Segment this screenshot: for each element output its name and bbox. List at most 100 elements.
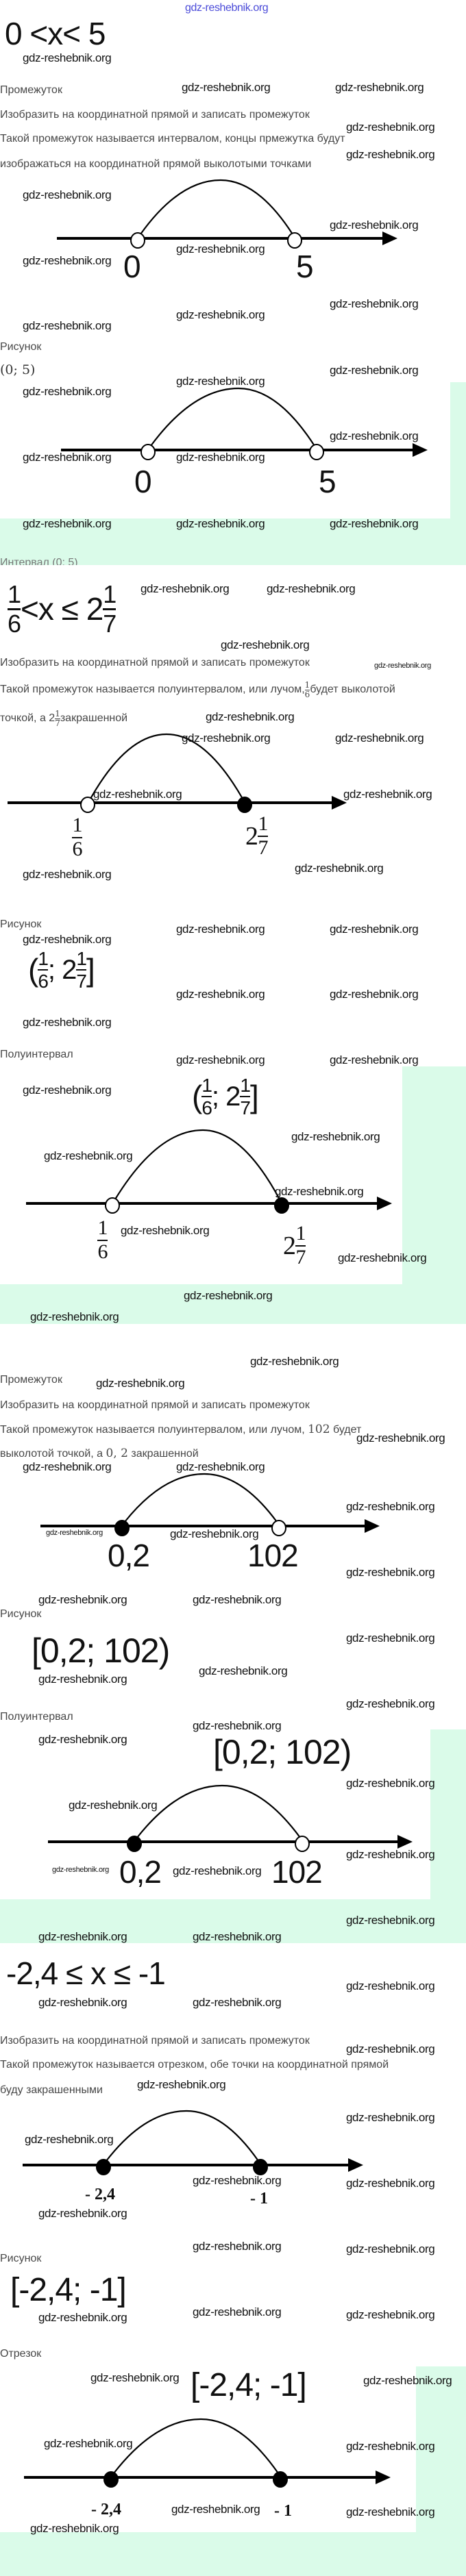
watermark: gdz-reshebnik.org: [193, 1719, 282, 1732]
watermark: gdz-reshebnik.org: [90, 2371, 180, 2384]
open-point: [287, 232, 302, 249]
caption-text: Полуинтервал: [0, 1711, 73, 1723]
watermark: gdz-reshebnik.org: [193, 2305, 282, 2318]
watermark: gdz-reshebnik.org: [374, 662, 431, 670]
watermark: gdz-reshebnik.org: [346, 1566, 435, 1579]
watermark: gdz-reshebnik.org: [38, 1733, 127, 1746]
watermark: gdz-reshebnik.org: [176, 988, 265, 1001]
explanation-line: буду закрашенными: [0, 2084, 103, 2096]
watermark: gdz-reshebnik.org: [346, 1979, 435, 1992]
watermark: gdz-reshebnik.org: [23, 188, 112, 201]
watermark: gdz-reshebnik.org: [206, 710, 295, 723]
explanation-line: Такой промежуток называется интервалом, …: [0, 133, 345, 145]
watermark: gdz-reshebnik.org: [38, 1996, 127, 2009]
axis-label-left: - 2,4: [91, 2501, 121, 2518]
denominator: 6: [8, 609, 21, 638]
watermark: gdz-reshebnik.org: [267, 582, 356, 595]
watermark: gdz-reshebnik.org: [193, 1930, 282, 1943]
watermark: gdz-reshebnik.org: [171, 2503, 260, 2516]
watermark: gdz-reshebnik.org: [330, 218, 419, 232]
watermark: gdz-reshebnik.org: [346, 121, 435, 134]
type-label: Промежуток: [0, 84, 62, 96]
watermark: gdz-reshebnik.org: [38, 1673, 127, 1686]
explanation-line: изображаться на координатной прямой выко…: [0, 158, 312, 170]
answer-on-figure: [0,2; 102): [213, 1733, 352, 1771]
interval-arc: [90, 733, 243, 799]
watermark: gdz-reshebnik.org: [346, 2042, 435, 2055]
open-point: [140, 444, 156, 460]
watermark: gdz-reshebnik.org: [330, 364, 419, 377]
axis-label-right: 5: [296, 249, 314, 284]
watermark: gdz-reshebnik.org: [137, 2078, 226, 2091]
interval-arc: [140, 179, 293, 235]
watermark: gdz-reshebnik.org: [23, 1016, 112, 1029]
interval-arc: [124, 1473, 278, 1523]
watermark: gdz-reshebnik.org: [23, 868, 112, 881]
filled-point: [273, 2471, 288, 2488]
watermark: gdz-reshebnik.org: [193, 2240, 282, 2253]
watermark: gdz-reshebnik.org: [38, 1593, 127, 1606]
watermark: gdz-reshebnik.org: [295, 862, 384, 875]
watermark: gdz-reshebnik.org: [291, 1130, 380, 1143]
axis-arrow-icon: [382, 232, 397, 245]
open-point: [271, 1520, 286, 1536]
numerator: 1: [8, 580, 21, 608]
header-site-link[interactable]: gdz-reshebnik.org: [185, 2, 269, 14]
watermark: gdz-reshebnik.org: [176, 451, 265, 464]
interval-arc: [106, 2110, 259, 2162]
axis-arrow-icon: [332, 796, 347, 810]
task-text: Изобразить на координатной прямой и запи…: [0, 2035, 310, 2047]
axis-label-left: 0,2: [119, 1854, 162, 1890]
watermark: gdz-reshebnik.org: [176, 1460, 265, 1473]
watermark: gdz-reshebnik.org: [176, 1053, 265, 1066]
interval-arc: [136, 1784, 301, 1838]
watermark: gdz-reshebnik.org: [335, 81, 424, 94]
answer-text: [-2,4; -1]: [10, 2272, 127, 2308]
figure-label: Рисунок: [0, 1608, 42, 1620]
watermark: gdz-reshebnik.org: [44, 1149, 133, 1162]
watermark: gdz-reshebnik.org: [330, 517, 419, 530]
watermark: gdz-reshebnik.org: [30, 1310, 119, 1323]
watermark: gdz-reshebnik.org: [346, 2440, 435, 2453]
axis-arrow-icon: [348, 2158, 363, 2172]
axis-label-right: - 1: [250, 2190, 268, 2208]
watermark: gdz-reshebnik.org: [343, 788, 432, 801]
watermark: gdz-reshebnik.org: [346, 2308, 435, 2321]
watermark: gdz-reshebnik.org: [23, 51, 112, 64]
watermark: gdz-reshebnik.org: [250, 1355, 339, 1368]
watermark: gdz-reshebnik.org: [176, 308, 265, 321]
mint-panel-band: [0, 2532, 466, 2576]
explanation-part: закрашенной: [60, 712, 128, 725]
watermark: gdz-reshebnik.org: [52, 1866, 109, 1874]
watermark: gdz-reshebnik.org: [30, 2522, 119, 2535]
watermark: gdz-reshebnik.org: [96, 1377, 185, 1390]
interval-arc: [114, 1129, 280, 1200]
watermark: gdz-reshebnik.org: [176, 375, 265, 388]
axis-label-right: 5: [319, 464, 336, 499]
watermark: gdz-reshebnik.org: [356, 1431, 445, 1445]
watermark: gdz-reshebnik.org: [176, 517, 265, 530]
watermark: gdz-reshebnik.org: [330, 297, 419, 310]
watermark: gdz-reshebnik.org: [23, 451, 112, 464]
watermark: gdz-reshebnik.org: [346, 1631, 435, 1645]
watermark: gdz-reshebnik.org: [330, 1053, 419, 1066]
axis-label-left: - 2,4: [85, 2186, 115, 2203]
task-text: Изобразить на координатной прямой и запи…: [0, 657, 310, 668]
numerator: 1: [103, 580, 116, 608]
mint-panel-band: [0, 518, 466, 565]
mint-panel-band: [0, 1899, 466, 1943]
filled-point: [96, 2159, 111, 2175]
inequality-heading: 0 <x< 5: [5, 16, 106, 51]
watermark: gdz-reshebnik.org: [182, 731, 271, 745]
watermark: gdz-reshebnik.org: [330, 429, 419, 442]
watermark: gdz-reshebnik.org: [25, 2133, 114, 2146]
watermark: gdz-reshebnik.org: [346, 1848, 435, 1861]
